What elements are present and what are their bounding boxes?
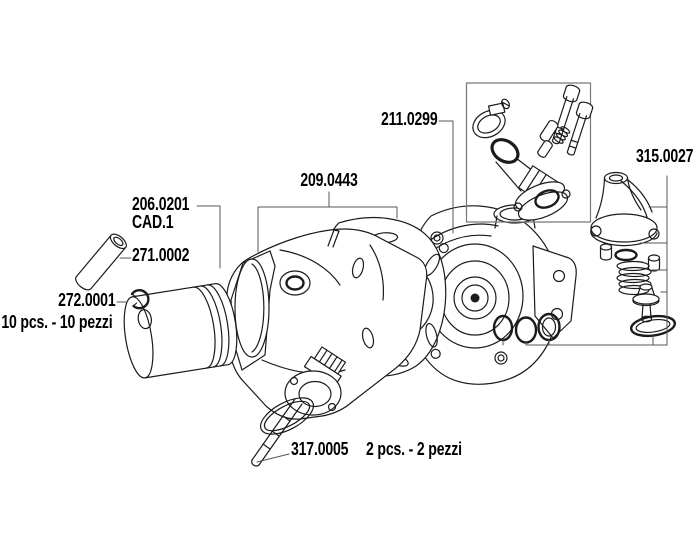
part-number: 271.0002 <box>132 245 190 265</box>
wrist-pin <box>75 233 127 291</box>
valve-small-oring <box>614 248 638 262</box>
outlet-bolts <box>537 84 594 158</box>
valve-large-oring <box>629 314 677 338</box>
intake-oring <box>260 397 314 435</box>
part-number: 206.0201 <box>132 194 190 214</box>
water-outlet-kit <box>472 84 594 221</box>
leader-lines <box>116 120 668 463</box>
valve-plug-right <box>647 254 661 272</box>
part-note: CAD.1 <box>132 212 174 232</box>
part-number: 317.0005 <box>291 439 349 459</box>
part-number: 315.0027 <box>636 146 694 166</box>
intake-flange <box>284 370 342 416</box>
hose-clamp <box>472 98 510 139</box>
part-quantity: 2 pcs. - 2 pezzi <box>366 439 462 459</box>
part-label-206-0201: 206.0201 CAD.1 <box>132 195 189 231</box>
valve-plug-left <box>599 243 613 261</box>
part-label-315-0027: 315.0027 <box>636 147 693 165</box>
part-number: 209.0443 <box>300 170 358 190</box>
circlip <box>130 289 150 310</box>
part-number: 211.0299 <box>380 109 437 129</box>
cylinder-liner <box>234 258 270 358</box>
part-number: 272.0001 <box>57 290 115 310</box>
part-quantity: 10 pcs. - 10 pezzi <box>0 312 112 332</box>
part-label-271-0002: 271.0002 <box>132 246 189 264</box>
piston <box>123 283 238 379</box>
piston-pin-hole <box>137 309 152 330</box>
mini-spring <box>553 126 571 144</box>
part-label-272-0001: 272.0001 <box>58 291 115 309</box>
part-label-211-0299: 211.0299 <box>380 110 437 128</box>
part-label-317-0005: 317.0005 <box>291 440 348 458</box>
kit-frame-box <box>465 82 592 223</box>
intake-assembly <box>251 346 347 467</box>
bypass-valve-assembly <box>590 171 677 338</box>
part-qty-317-0005: 2 pcs. - 2 pezzi <box>366 440 462 458</box>
outlet-pipe <box>490 138 571 221</box>
stud-bolt <box>251 398 303 467</box>
part-label-209-0443: 209.0443 <box>300 171 357 189</box>
part-qty-272-0001: 10 pcs. - 10 pezzi <box>1 313 112 331</box>
